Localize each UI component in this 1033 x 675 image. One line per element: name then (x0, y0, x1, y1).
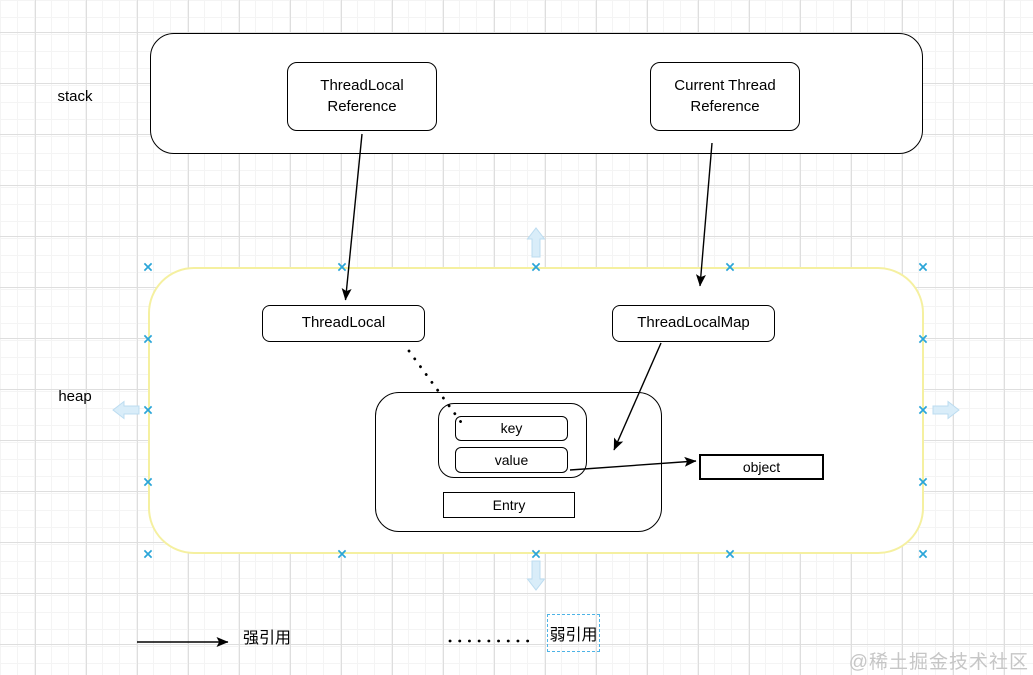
direction-arrow-down-icon[interactable] (526, 560, 546, 591)
direction-arrow-up-icon[interactable] (526, 227, 546, 258)
connection-point-icon[interactable] (143, 262, 153, 272)
direction-arrow-right-icon[interactable] (932, 400, 960, 420)
stack-region-label: stack (57, 88, 93, 105)
key-label: key (500, 420, 523, 437)
weak-ref-selection-box[interactable]: 弱引用 (547, 614, 600, 652)
value-label: value (494, 451, 529, 468)
stack-container-shape[interactable] (150, 33, 923, 154)
connection-point-icon[interactable] (918, 549, 928, 559)
key-node[interactable]: key (455, 416, 568, 441)
current-thread-reference-node[interactable]: Current Thread Reference (650, 62, 800, 131)
connection-point-icon[interactable] (918, 262, 928, 272)
heap-region-label: heap (58, 388, 92, 405)
threadlocal-reference-label: ThreadLocal Reference (320, 77, 404, 115)
threadlocalmap-label: ThreadLocalMap (637, 314, 750, 332)
threadlocal-reference-node[interactable]: ThreadLocal Reference (287, 62, 437, 131)
watermark: @稀土掘金技术社区 (848, 652, 1029, 673)
connection-point-icon[interactable] (143, 549, 153, 559)
strong-reference-label: 强引用 (243, 630, 292, 647)
value-node[interactable]: value (455, 447, 568, 473)
object-node[interactable]: object (699, 454, 824, 480)
threadlocal-node[interactable]: ThreadLocal (262, 305, 425, 342)
weak-reference-label: 弱引用 (549, 627, 598, 644)
arrow-currentthreadref-to-threadlocalmap[interactable] (695, 142, 713, 287)
entry-node[interactable]: Entry (443, 492, 575, 518)
threadlocal-label: ThreadLocal (301, 314, 386, 332)
threadlocalmap-node[interactable]: ThreadLocalMap (612, 305, 775, 342)
current-thread-reference-label: Current Thread Reference (674, 77, 776, 115)
direction-arrow-left-icon[interactable] (112, 400, 140, 420)
entry-label: Entry (492, 496, 526, 513)
object-label: object (742, 458, 781, 475)
